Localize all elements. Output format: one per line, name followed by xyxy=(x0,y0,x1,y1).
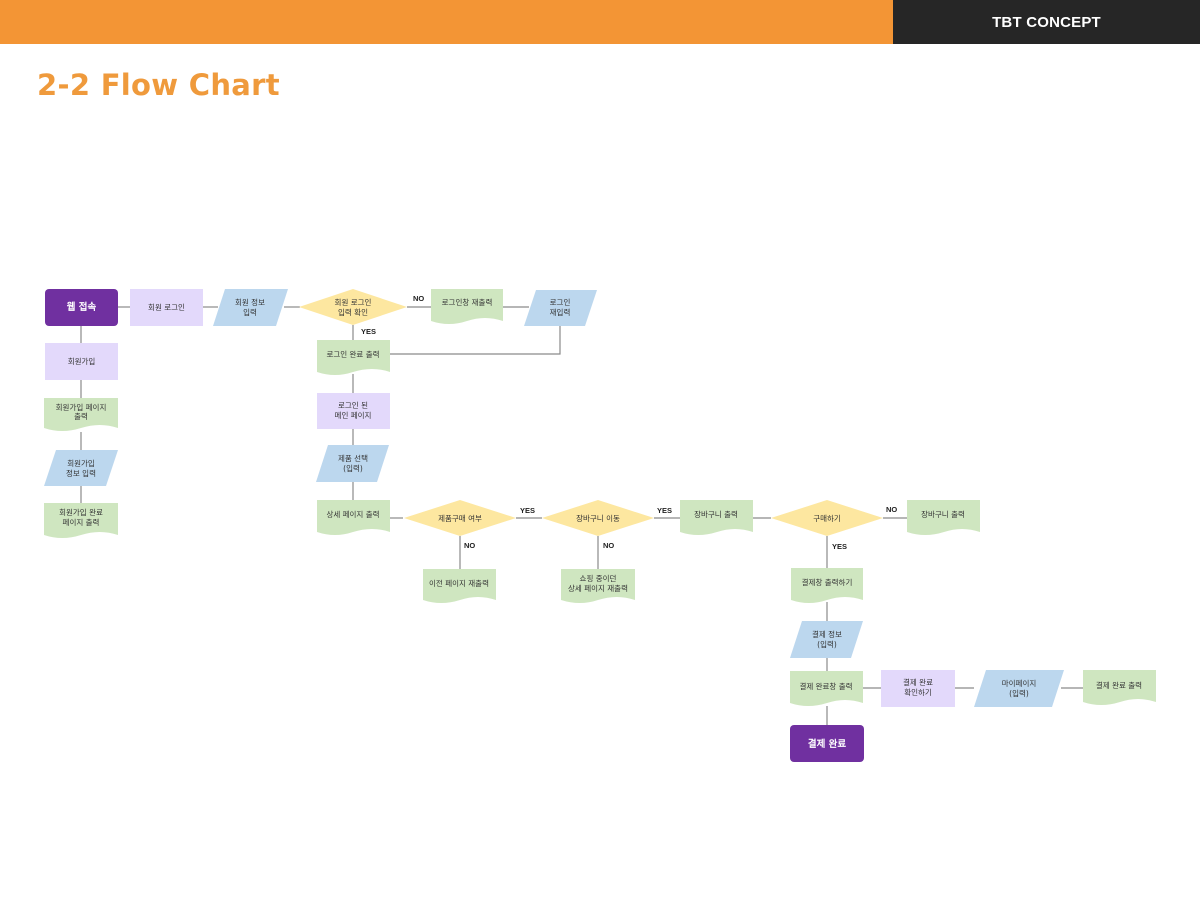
node-cart-move-decision: 장바구니 이동 xyxy=(542,500,654,536)
svg-text:결제 완료: 결제 완료 xyxy=(808,738,847,750)
edge-label-no: NO xyxy=(413,294,424,303)
node-member-login: 회원 로그인 xyxy=(130,289,203,326)
svg-text:회원가입 완료: 회원가입 완료 xyxy=(59,508,103,517)
svg-text:페이지 출력: 페이지 출력 xyxy=(63,517,100,527)
svg-text:이전 페이지 재출력: 이전 페이지 재출력 xyxy=(429,578,489,588)
svg-text:회원 로그인: 회원 로그인 xyxy=(335,297,372,307)
node-signup-page-output: 회원가입 페이지 출력 xyxy=(44,398,118,431)
svg-text:확인하기: 확인하기 xyxy=(904,687,932,697)
node-detail-page-output: 상세 페이지 출력 xyxy=(317,500,390,535)
svg-text:제품 선택: 제품 선택 xyxy=(338,453,368,463)
node-payment-complete-output: 결제 완료 출력 xyxy=(1083,670,1156,705)
svg-text:재입력: 재입력 xyxy=(550,308,571,317)
svg-text:장바구니 이동: 장바구니 이동 xyxy=(576,513,620,523)
node-signup-info-input: 회원가입 정보 입력 xyxy=(44,450,118,486)
edge-label-yes: YES xyxy=(832,542,847,551)
svg-text:(입력): (입력) xyxy=(817,640,837,649)
edge-label-yes: YES xyxy=(361,327,376,336)
svg-text:로그인 완료 출력: 로그인 완료 출력 xyxy=(326,349,379,359)
node-web-access: 웹 접속 xyxy=(45,289,118,326)
node-payment-complete-check: 결제 완료 확인하기 xyxy=(881,670,955,707)
svg-text:결제 완료창 출력: 결제 완료창 출력 xyxy=(799,681,852,691)
node-payment-window-output: 결제창 출력하기 xyxy=(791,568,863,603)
page-title: 2-2 Flow Chart xyxy=(37,68,280,102)
node-purchase-decision: 제품구매 여부 xyxy=(404,500,516,536)
svg-text:로그인: 로그인 xyxy=(550,297,571,307)
svg-text:회원가입: 회원가입 xyxy=(68,357,96,366)
svg-text:로그인 된: 로그인 된 xyxy=(338,400,368,410)
svg-text:회원가입: 회원가입 xyxy=(67,459,95,468)
svg-text:로그인창 재출력: 로그인창 재출력 xyxy=(442,297,493,307)
node-login-reinput: 로그인 재입력 xyxy=(524,290,597,326)
svg-text:구매하기: 구매하기 xyxy=(813,513,841,523)
node-login-complete-output: 로그인 완료 출력 xyxy=(317,340,390,375)
svg-text:입력 확인: 입력 확인 xyxy=(338,307,368,317)
svg-text:장바구니 출력: 장바구니 출력 xyxy=(921,509,965,519)
edge-label-no: NO xyxy=(464,541,475,550)
connector-lines xyxy=(80,306,1083,725)
svg-text:결제 정보: 결제 정보 xyxy=(812,629,842,639)
edge-label-yes: YES xyxy=(657,506,672,515)
svg-text:마이페이지: 마이페이지 xyxy=(1002,678,1037,688)
node-prev-page-reoutput: 이전 페이지 재출력 xyxy=(423,569,496,603)
node-product-select: 제품 선택 (입력) xyxy=(316,445,389,482)
svg-text:입력: 입력 xyxy=(243,308,257,317)
svg-text:결제창 출력하기: 결제창 출력하기 xyxy=(802,577,853,587)
svg-text:장바구니 출력: 장바구니 출력 xyxy=(694,509,738,519)
svg-text:제품구매 여부: 제품구매 여부 xyxy=(438,513,482,523)
node-payment-done: 결제 완료 xyxy=(790,725,864,762)
edge-label-no: NO xyxy=(603,541,614,550)
svg-text:결제 완료 출력: 결제 완료 출력 xyxy=(1096,680,1142,690)
node-cart-output-no: 장바구니 출력 xyxy=(907,500,980,535)
brand-label: TBT CONCEPT xyxy=(893,0,1200,44)
node-payment-complete-window-output: 결제 완료창 출력 xyxy=(790,671,863,706)
node-main-page-after-login: 로그인 된 메인 페이지 xyxy=(317,393,390,429)
node-login-window-reoutput: 로그인창 재출력 xyxy=(431,289,503,324)
svg-text:메인 페이지: 메인 페이지 xyxy=(335,410,372,420)
node-member-info-input: 회원 정보 입력 xyxy=(213,289,288,326)
node-shopping-detail-reoutput: 쇼핑 중이던 상세 페이지 재출력 xyxy=(561,569,635,603)
node-buy-decision: 구매하기 xyxy=(771,500,883,536)
svg-text:출력: 출력 xyxy=(74,411,88,421)
edge-label-yes: YES xyxy=(520,506,535,515)
node-signup-complete-page-output: 회원가입 완료 페이지 출력 xyxy=(44,503,118,538)
svg-text:회원가입 페이지: 회원가입 페이지 xyxy=(56,402,107,412)
node-mypage-input: 마이페이지 (입력) xyxy=(974,670,1064,707)
edge-label-no: NO xyxy=(886,505,897,514)
svg-text:회원 정보: 회원 정보 xyxy=(235,297,265,307)
svg-text:상세 페이지 출력: 상세 페이지 출력 xyxy=(326,509,379,519)
svg-text:결제 완료: 결제 완료 xyxy=(903,677,933,687)
svg-text:(입력): (입력) xyxy=(343,464,363,473)
svg-text:상세 페이지 재출력: 상세 페이지 재출력 xyxy=(568,583,628,593)
node-payment-info-input: 결제 정보 (입력) xyxy=(790,621,863,658)
svg-text:회원 로그인: 회원 로그인 xyxy=(148,302,185,312)
svg-text:정보 입력: 정보 입력 xyxy=(66,468,96,478)
svg-text:(입력): (입력) xyxy=(1009,689,1029,698)
node-cart-output: 장바구니 출력 xyxy=(680,500,753,535)
node-signup: 회원가입 xyxy=(45,343,118,380)
svg-text:쇼핑 중이던: 쇼핑 중이던 xyxy=(580,573,617,583)
svg-text:웹 접속: 웹 접속 xyxy=(67,301,97,313)
top-accent-bar xyxy=(0,0,893,44)
node-login-check-decision: 회원 로그인 입력 확인 xyxy=(299,289,407,325)
